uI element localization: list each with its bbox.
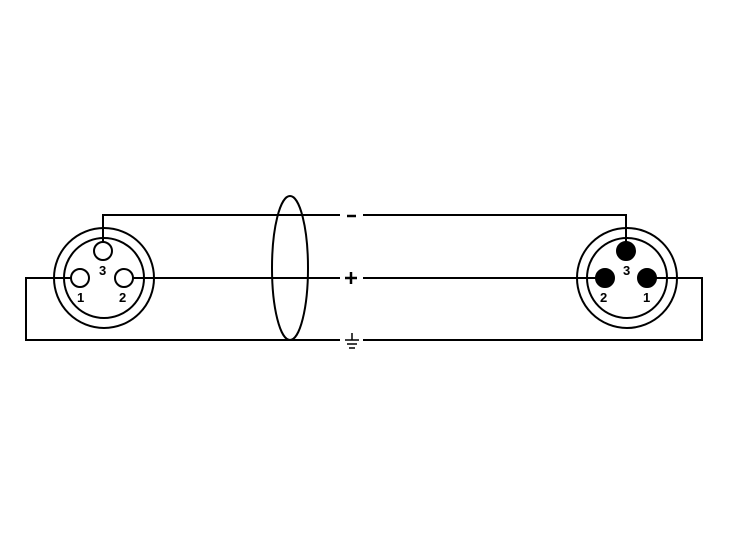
- ground-icon: [345, 333, 359, 349]
- plus-symbol: [345, 272, 357, 284]
- wire-ground: [25, 277, 703, 349]
- left-pin-1: [70, 268, 90, 288]
- left-pin-3-label: 3: [99, 263, 106, 278]
- right-pin-1-label: 1: [643, 290, 650, 305]
- left-pin-2-label: 2: [119, 290, 126, 305]
- right-pin-3-label: 3: [623, 263, 630, 278]
- right-pin-3: [616, 241, 636, 261]
- right-pin-1: [637, 268, 657, 288]
- wire-minus: [102, 214, 627, 242]
- left-pin-3: [93, 241, 113, 261]
- right-pin-2-label: 2: [600, 290, 607, 305]
- right-pin-2: [595, 268, 615, 288]
- left-pin-2: [114, 268, 134, 288]
- wire-plus: [133, 272, 596, 284]
- cable-shield-ellipse: [271, 195, 309, 341]
- left-pin-1-label: 1: [77, 290, 84, 305]
